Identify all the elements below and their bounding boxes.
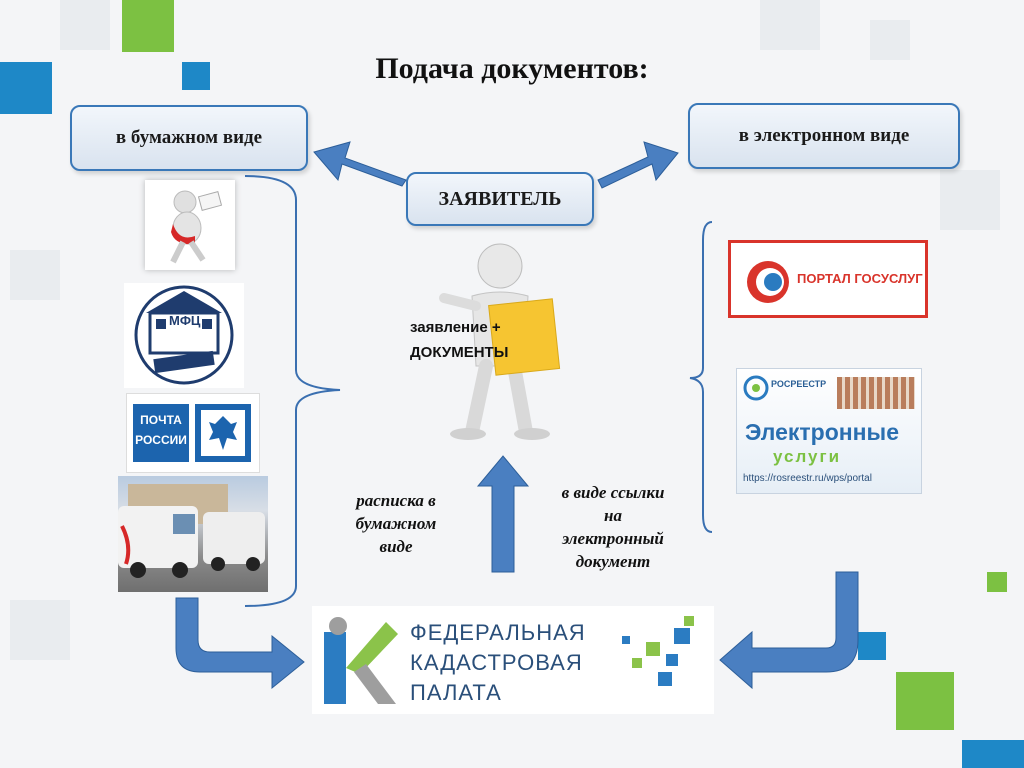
paper-form-label: в бумажном виде <box>115 127 263 148</box>
application-label-line1: заявление + <box>410 319 501 336</box>
page-title: Подача документов: <box>375 52 649 85</box>
person-with-documents-icon <box>439 243 561 440</box>
link-label-line4: документ <box>575 551 651 571</box>
left-bracket <box>244 175 341 607</box>
electronic-form-label: в электронном виде <box>738 125 910 146</box>
applicant-label: ЗАЯВИТЕЛЬ <box>438 187 562 210</box>
right-bracket <box>689 221 713 533</box>
rosreestr-title-line1: Электронные <box>745 419 899 445</box>
decor-square-green <box>987 572 1007 592</box>
link-label-line2: на <box>604 505 622 525</box>
receipt-label-line3: виде <box>379 536 413 556</box>
arrow-left-icon <box>313 141 407 187</box>
fkp-line3: ПАЛАТА <box>410 680 502 705</box>
arrow-right-elbow-icon <box>719 571 859 690</box>
decor-square-blue <box>962 740 1024 768</box>
decor-square <box>60 0 110 50</box>
eagle-emblem-icon <box>195 404 251 462</box>
receipt-paper-label: расписка в бумажном виде <box>336 490 456 559</box>
decor-square <box>760 0 820 50</box>
rosreestr-url[interactable]: https://rosreestr.ru/wps/portal <box>743 473 872 484</box>
fkp-line1: ФЕДЕРАЛЬНАЯ <box>410 620 586 645</box>
arrow-right-icon <box>597 141 679 189</box>
paper-form-box: в бумажном виде <box>70 105 308 171</box>
fkp-name: ФЕДЕРАЛЬНАЯ КАДАСТРОВАЯ ПАЛАТА <box>410 618 586 708</box>
electronic-form-box: в электронном виде <box>688 103 960 169</box>
pochta-label-line1: ПОЧТА <box>140 413 182 427</box>
courier-figure-icon <box>170 190 223 264</box>
receipt-label-line1: расписка в <box>356 491 436 510</box>
rosreestr-building-image <box>837 377 915 409</box>
link-label-line3: электронный <box>562 528 664 548</box>
fkp-line2: КАДАСТРОВАЯ <box>410 650 583 675</box>
decor-square <box>870 20 910 60</box>
arrow-up-icon <box>476 455 530 573</box>
rosreestr-services-banner: РОСРЕЕСТР Электронные услуги https://ros… <box>736 368 922 494</box>
gosuslugi-portal-logo: ПОРТАЛ ГОСУСЛУГ <box>728 240 928 318</box>
decor-square-blue <box>182 62 210 90</box>
fkp-pixel-squares-icon <box>622 616 694 686</box>
vans-image <box>118 484 265 578</box>
arrow-left-elbow-icon <box>175 597 305 690</box>
decor-square <box>940 170 1000 230</box>
rosreestr-emblem-icon <box>743 375 769 401</box>
fkp-banner: ФЕДЕРАЛЬНАЯ КАДАСТРОВАЯ ПАЛАТА <box>312 606 714 714</box>
rosreestr-brand: РОСРЕЕСТР <box>771 379 827 389</box>
application-label-line2: ДОКУМЕНТЫ <box>410 344 509 361</box>
pochta-logo: ПОЧТА РОССИИ <box>126 393 260 473</box>
pochta-text-block: ПОЧТА РОССИИ <box>133 404 189 462</box>
decor-square-green <box>122 0 174 52</box>
decor-square-blue <box>0 62 52 114</box>
link-label-line1: в виде ссылки <box>561 483 665 502</box>
courier-figure-image <box>145 180 235 270</box>
decor-square <box>10 250 60 300</box>
rosreestr-title-line2: услуги <box>773 447 842 466</box>
mfc-label: МФЦ <box>169 313 201 328</box>
mfc-logo: МФЦ <box>124 283 244 388</box>
fkp-k-logo-icon <box>324 617 398 704</box>
applicant-figure <box>400 236 600 446</box>
mobile-office-vans-photo <box>118 476 268 592</box>
decor-square-green <box>896 672 954 730</box>
application-documents-label: заявление + ДОКУМЕНТЫ <box>410 315 508 365</box>
applicant-box: ЗАЯВИТЕЛЬ <box>406 172 594 226</box>
mfc-icon <box>134 285 234 385</box>
decor-square <box>10 600 70 660</box>
receipt-label-line2: бумажном <box>355 513 437 533</box>
decor-square-blue <box>858 632 886 660</box>
gosuslugi-label: ПОРТАЛ ГОСУСЛУГ <box>797 271 923 286</box>
pochta-label-line2: РОССИИ <box>135 433 187 447</box>
gosuslugi-emblem-icon <box>747 261 789 303</box>
electronic-link-label: в виде ссылки на электронный документ <box>534 482 692 574</box>
